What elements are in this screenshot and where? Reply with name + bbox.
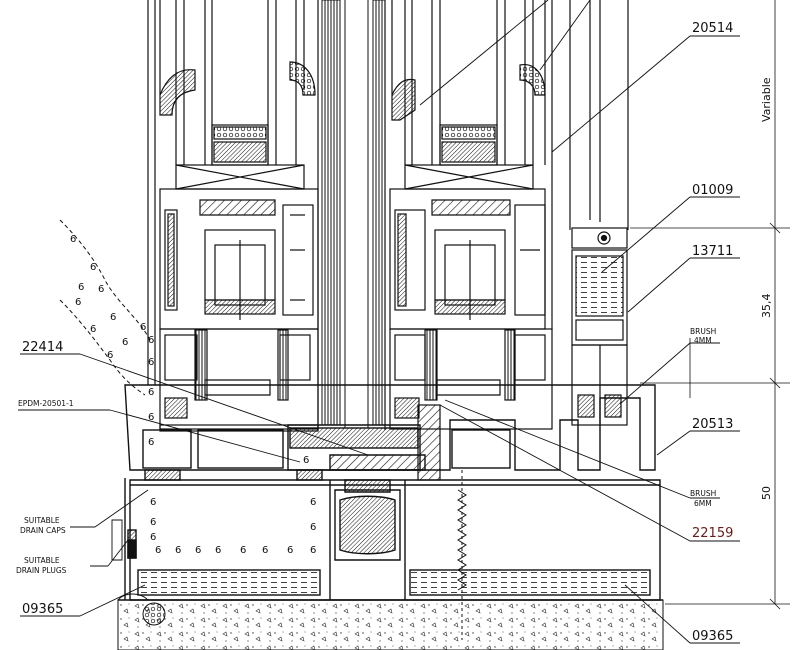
- fixing-screw: [457, 470, 467, 640]
- label-01009: 01009: [692, 183, 733, 198]
- svg-text:6: 6: [148, 357, 154, 368]
- svg-text:6: 6: [148, 335, 154, 346]
- right-sash: [384, 0, 553, 481]
- label-brush-4-size: 4MM: [694, 336, 712, 345]
- dimension-labels: Variable 35,4 50: [760, 77, 773, 500]
- leader-lines: [18, 0, 740, 644]
- svg-text:6: 6: [140, 322, 146, 333]
- svg-text:6: 6: [303, 455, 309, 466]
- label-brush-6-size: 6MM: [694, 499, 712, 508]
- dim-35-4: 35,4: [760, 294, 773, 319]
- water-drops: 6 6 6 6 6 6 6 6 6 6 6 6 6 6 6 6 6 6 6 6 …: [70, 234, 316, 556]
- svg-text:6: 6: [195, 545, 201, 556]
- svg-text:6: 6: [148, 387, 154, 398]
- label-09365-left: 09365: [22, 602, 63, 617]
- label-brush-6: BRUSH: [690, 489, 716, 498]
- svg-text:6: 6: [148, 412, 154, 423]
- fly-screen-profile: [569, 0, 629, 426]
- svg-text:6: 6: [122, 337, 128, 348]
- svg-text:6: 6: [98, 284, 104, 295]
- svg-text:6: 6: [310, 497, 316, 508]
- center-brush-strip: [321, 0, 386, 428]
- svg-text:6: 6: [110, 312, 116, 323]
- svg-text:6: 6: [215, 545, 221, 556]
- label-20513: 20513: [692, 417, 733, 432]
- dim-variable: Variable: [760, 77, 773, 122]
- label-09365-right: 09365: [692, 629, 733, 644]
- svg-text:6: 6: [90, 324, 96, 335]
- svg-text:6: 6: [150, 517, 156, 528]
- svg-text:6: 6: [150, 532, 156, 543]
- svg-text:6: 6: [150, 497, 156, 508]
- svg-text:6: 6: [70, 234, 76, 245]
- svg-text:6: 6: [148, 437, 154, 448]
- part-labels: 20514 01009 13711 BRUSH 4MM 22414 EPDM-2…: [16, 21, 733, 644]
- dimension-lines: [630, 0, 790, 610]
- concrete-base: [117, 593, 664, 650]
- svg-text:6: 6: [175, 545, 181, 556]
- svg-text:6: 6: [310, 545, 316, 556]
- label-brush-4: BRUSH: [690, 327, 716, 336]
- svg-text:6: 6: [287, 545, 293, 556]
- svg-text:6: 6: [310, 522, 316, 533]
- svg-text:6: 6: [155, 545, 161, 556]
- water-path: [59, 219, 151, 396]
- label-22414: 22414: [22, 340, 63, 355]
- dim-50: 50: [760, 486, 773, 500]
- frame-sill: [124, 384, 661, 601]
- label-22159: 22159: [692, 526, 733, 541]
- label-drain-caps-2: DRAIN CAPS: [20, 526, 66, 535]
- svg-text:6: 6: [240, 545, 246, 556]
- label-drain-caps-1: SUITABLE: [24, 516, 60, 525]
- svg-text:6: 6: [75, 297, 81, 308]
- label-13711: 13711: [692, 244, 733, 259]
- label-drain-plugs-1: SUITABLE: [24, 556, 60, 565]
- svg-text:6: 6: [262, 545, 268, 556]
- label-epdm: EPDM-20501-1: [18, 399, 74, 408]
- left-sash: [147, 0, 319, 432]
- svg-text:6: 6: [90, 262, 96, 273]
- label-20514: 20514: [692, 21, 733, 36]
- svg-text:6: 6: [78, 282, 84, 293]
- label-drain-plugs-2: DRAIN PLUGS: [16, 566, 67, 575]
- svg-text:6: 6: [107, 350, 113, 361]
